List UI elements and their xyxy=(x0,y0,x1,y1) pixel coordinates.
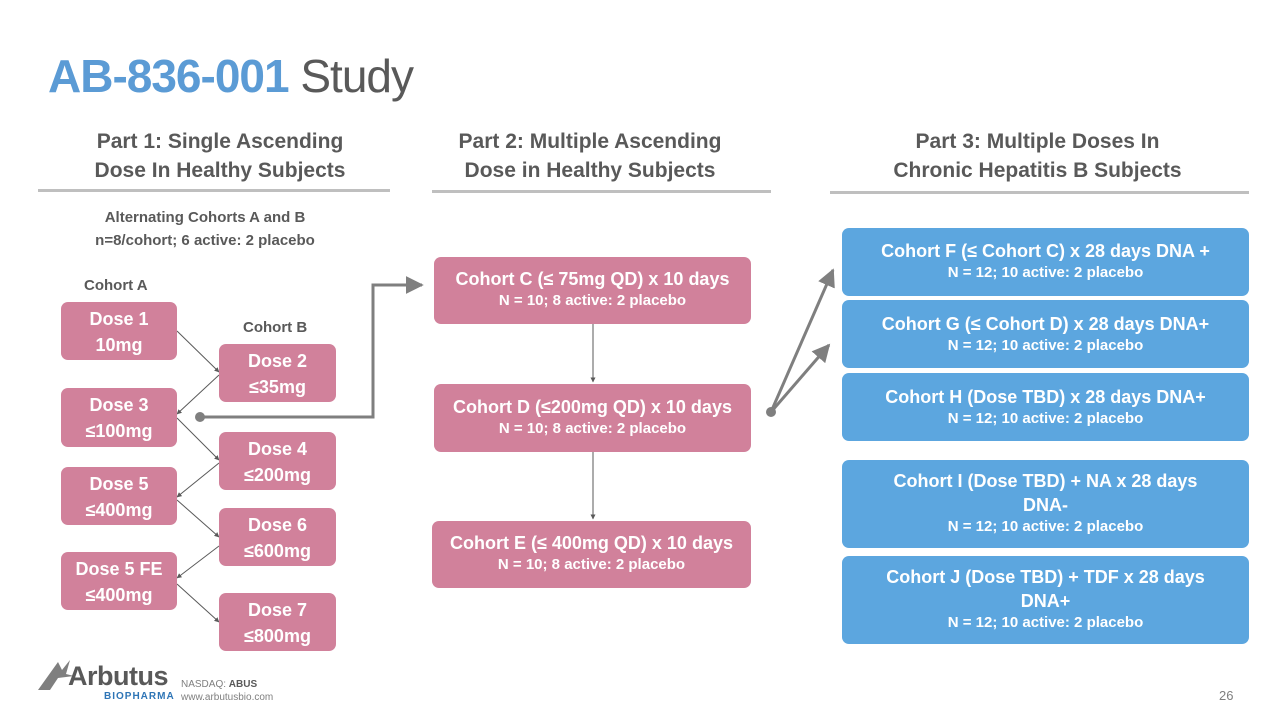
brand-name: Arbutus xyxy=(68,661,169,691)
dose-5fe-box: Dose 5 FE ≤400mg xyxy=(61,552,177,610)
cohort-i-dna: DNA- xyxy=(1023,495,1068,515)
dose-amount: ≤600mg xyxy=(244,541,311,561)
cohort-g-n: N = 12; 10 active: 2 placebo xyxy=(947,337,1144,354)
part3-header-line1: Part 3: Multiple Doses In xyxy=(915,130,1160,153)
dose-1-box: Dose 1 10mg xyxy=(61,302,177,360)
part3-header-line2: Chronic Hepatitis B Subjects xyxy=(893,159,1182,182)
arrow-to-cohort-f xyxy=(769,268,835,413)
tree-logo-icon xyxy=(38,660,74,690)
cohort-b-label: Cohort B xyxy=(243,319,308,336)
arrow-dose6-to-dose5fe xyxy=(176,545,220,579)
dose-name: Dose 3 xyxy=(89,395,149,415)
dose-5-box: Dose 5 ≤400mg xyxy=(61,467,177,525)
ticker: ABUS xyxy=(228,679,258,690)
part2-header-line1: Part 2: Multiple Ascending xyxy=(458,130,722,153)
part2-header: Part 2: Multiple Ascending Dose in Healt… xyxy=(420,127,760,185)
dose-name: Dose 5 xyxy=(89,474,149,494)
cohort-j-n: N = 12; 10 active: 2 placebo xyxy=(947,614,1144,631)
dose-name: Dose 5 FE xyxy=(75,559,163,579)
page-number: 26 xyxy=(1219,688,1234,703)
website-link[interactable]: www.arbutusbio.com xyxy=(181,692,274,703)
cohort-i-n: N = 12; 10 active: 2 placebo xyxy=(947,518,1144,535)
brand-subtitle: BIOPHARMA xyxy=(104,691,175,702)
dose-amount: ≤400mg xyxy=(85,585,153,605)
dose-amount: ≤200mg xyxy=(244,465,311,485)
part2-header-line2: Dose in Healthy Subjects xyxy=(464,159,716,182)
part2-divider xyxy=(432,190,771,193)
page-title: AB-836-001 Study xyxy=(48,48,414,104)
cohort-f-title: Cohort F (≤ Cohort C) x 28 days DNA + xyxy=(881,241,1210,261)
cohort-j-box: Cohort J (Dose TBD) + TDF x 28 days DNA+… xyxy=(842,556,1249,644)
cohort-c-title: Cohort C (≤ 75mg QD) x 10 days xyxy=(455,269,730,289)
arrow-dose2-to-dose3 xyxy=(176,374,220,415)
part1-header: Part 1: Single Ascending Dose In Healthy… xyxy=(40,127,400,185)
cohort-c-n: N = 10; 8 active: 2 placebo xyxy=(498,292,687,309)
nasdaq-line: NASDAQ: ABUS xyxy=(181,678,257,692)
cohort-f-n: N = 12; 10 active: 2 placebo xyxy=(947,264,1144,281)
part3-divider xyxy=(830,191,1249,194)
cohort-c-box: Cohort C (≤ 75mg QD) x 10 days N = 10; 8… xyxy=(434,257,751,324)
dose-7-box: Dose 7 ≤800mg xyxy=(219,593,336,651)
arrow-dose3-to-dose4 xyxy=(176,417,220,461)
dose-3-box: Dose 3 ≤100mg xyxy=(61,388,177,447)
cohort-h-box: Cohort H (Dose TBD) x 28 days DNA+ N = 1… xyxy=(842,373,1249,441)
arrow-dose1-to-dose2 xyxy=(176,330,220,373)
dose-4-box: Dose 4 ≤200mg xyxy=(219,432,336,490)
part1-header-line2: Dose In Healthy Subjects xyxy=(94,159,346,182)
cohort-d-box: Cohort D (≤200mg QD) x 10 days N = 10; 8… xyxy=(434,384,751,452)
cohort-f-box: Cohort F (≤ Cohort C) x 28 days DNA + N … xyxy=(842,228,1249,296)
arrow-to-cohort-g xyxy=(769,343,831,413)
dose-name: Dose 2 xyxy=(247,351,308,371)
cohort-e-title: Cohort E (≤ 400mg QD) x 10 days xyxy=(450,533,733,553)
dose-2-box: Dose 2 ≤35mg xyxy=(219,344,336,402)
arrow-dose5-to-dose6 xyxy=(176,499,220,538)
dose-name: Dose 1 xyxy=(89,309,149,329)
cohort-h-n: N = 12; 10 active: 2 placebo xyxy=(947,410,1144,427)
dose-6-box: Dose 6 ≤600mg xyxy=(219,508,336,566)
dose-amount: ≤35mg xyxy=(249,377,306,397)
cohort-e-n: N = 10; 8 active: 2 placebo xyxy=(497,556,686,573)
dose-amount: 10mg xyxy=(95,335,143,355)
part1-notes: Alternating Cohorts A and B n=8/cohort; … xyxy=(40,206,370,252)
cohort-a-label: Cohort A xyxy=(84,277,148,294)
nasdaq-label: NASDAQ: xyxy=(181,679,229,690)
dose-amount: ≤400mg xyxy=(85,500,153,520)
cohort-j-title: Cohort J (Dose TBD) + TDF x 28 days xyxy=(886,567,1205,587)
arrow-dose5fe-to-dose7 xyxy=(176,583,220,623)
part1-header-line1: Part 1: Single Ascending xyxy=(96,130,344,153)
part1-divider xyxy=(38,189,390,192)
arbutus-logo: Arbutus BIOPHARMA xyxy=(36,656,176,706)
cohort-d-title: Cohort D (≤200mg QD) x 10 days xyxy=(453,397,732,417)
cohort-i-title: Cohort I (Dose TBD) + NA x 28 days xyxy=(893,471,1198,491)
study-code: AB-836-001 xyxy=(48,50,290,102)
study-word: Study xyxy=(300,50,414,102)
part3-header: Part 3: Multiple Doses In Chronic Hepati… xyxy=(840,127,1235,185)
cohort-g-title: Cohort G (≤ Cohort D) x 28 days DNA+ xyxy=(881,314,1210,334)
cohort-i-box: Cohort I (Dose TBD) + NA x 28 days DNA- … xyxy=(842,460,1249,548)
part1-note-cohorts: Alternating Cohorts A and B xyxy=(104,209,306,226)
arrow-dose4-to-dose5 xyxy=(176,462,220,498)
dose-name: Dose 6 xyxy=(247,515,308,535)
cohort-j-dna: DNA+ xyxy=(1020,591,1071,611)
dose-name: Dose 4 xyxy=(247,439,308,459)
dose-name: Dose 7 xyxy=(247,600,308,620)
cohort-e-box: Cohort E (≤ 400mg QD) x 10 days N = 10; … xyxy=(432,521,751,588)
dose-amount: ≤100mg xyxy=(85,421,153,441)
dose-amount: ≤800mg xyxy=(244,626,311,646)
cohort-d-n: N = 10; 8 active: 2 placebo xyxy=(498,420,687,437)
part1-note-n: n=8/cohort; 6 active: 2 placebo xyxy=(95,232,315,249)
arrow-dose3-to-cohort-c xyxy=(200,276,424,419)
cohort-h-title: Cohort H (Dose TBD) x 28 days DNA+ xyxy=(885,387,1206,407)
cohort-g-box: Cohort G (≤ Cohort D) x 28 days DNA+ N =… xyxy=(842,300,1249,368)
